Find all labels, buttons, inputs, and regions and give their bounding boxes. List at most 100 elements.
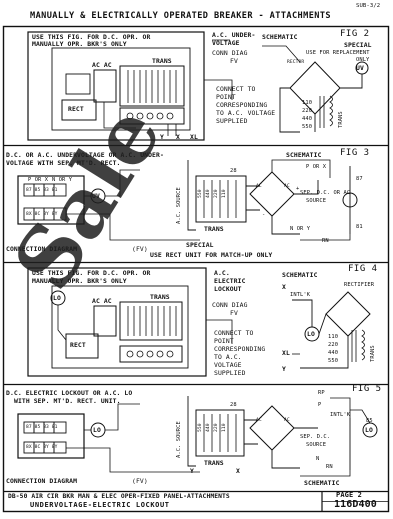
- fig3-nory-2: N OR Y: [290, 226, 311, 232]
- sheet-title: MANUALLY & ELECTRICALLY OPERATED BREAKER…: [30, 11, 331, 21]
- fig5-lo-schematic: LO: [365, 426, 373, 434]
- fig5-note-line1: D.C. ELECTRIC LOCKOUT OR A.C. LO: [6, 389, 133, 397]
- fig2-note-line1: USE THIS FIG. FOR D.C. OPR. OR: [32, 33, 151, 41]
- fig5-note-line2: WITH SEP. MT'D. RECT. UNIT.: [14, 397, 121, 405]
- drawing-number: 116D400: [334, 499, 377, 510]
- fig3-ac-1: AC: [256, 184, 262, 189]
- fig5-n: N: [316, 456, 320, 462]
- fig2-schematic-label: SCHEMATIC: [262, 33, 298, 41]
- fig4-schematic-label: SCHEMATIC: [282, 271, 318, 279]
- fig3-porx-2: P OR X: [306, 164, 327, 170]
- fig4-connect-line3: CORRESPONDING: [214, 345, 266, 353]
- fig2-rect: RECT: [68, 105, 84, 113]
- fig5-rn: RN: [326, 464, 333, 470]
- fig3-sep-line2: SOURCE: [306, 198, 327, 204]
- fig5-ac-1: AC: [256, 418, 262, 423]
- fig2-volt-440: 440: [302, 116, 313, 122]
- fig5-connection-diagram: CONNECTION DIAGRAM: [6, 477, 78, 485]
- fig4-connect-line2: POINT: [214, 337, 234, 345]
- fig4-device-line3: LOCKOUT: [214, 285, 242, 293]
- fig3-terminal-top: 87 85 83 81: [26, 188, 58, 193]
- fig4-connect-line1: CONNECT TO: [214, 329, 254, 337]
- fig4-device-line2: ELECTRIC: [214, 277, 246, 285]
- fig5-volt-440: 440: [206, 423, 211, 432]
- fig2-x: X: [176, 133, 180, 141]
- fig3-trans: TRANS: [204, 225, 224, 233]
- fig3-schematic-label: SCHEMATIC: [286, 151, 322, 159]
- fig2-connect-line5: SUPPLIED: [216, 117, 248, 125]
- fig3-ac-source: A.C. SOURCE: [176, 187, 182, 224]
- fig3-plus: +: [296, 186, 300, 192]
- fig4-conn-diag: CONN DIAG: [212, 301, 248, 309]
- fig4-intlk: INTL'K: [290, 292, 311, 298]
- fig3-fv: (FV): [132, 245, 148, 253]
- fig3-ac-2: AC: [284, 184, 290, 189]
- fig4-lo-conn: LO: [53, 294, 61, 302]
- fig4-volt-220: 220: [328, 342, 339, 348]
- fig3-volt-110: 110: [222, 189, 227, 198]
- fig4-label: FIG 4: [348, 264, 378, 274]
- fig2-device-line2: VOLTAGE: [212, 39, 240, 47]
- fig3-terminal-bottom: 8X 8C 8Y 8Y: [26, 212, 58, 217]
- fig2-volt-550: 550: [302, 124, 313, 130]
- fig5-trans: TRANS: [204, 459, 224, 467]
- fig5-label: FIG 5: [352, 384, 382, 394]
- fig4-volt-110: 110: [328, 334, 339, 340]
- fig5-fv: (FV): [132, 477, 148, 485]
- fig3-label: FIG 3: [340, 148, 370, 158]
- fig2-fv: FV: [230, 57, 238, 65]
- fig3-uv: UV: [92, 192, 100, 200]
- fig3-porx: P OR X: [28, 177, 49, 183]
- fig3-volt-220: 220: [214, 189, 219, 198]
- fig2-label: FIG 2: [340, 29, 370, 39]
- fig5-terminal-28: 28: [230, 402, 237, 408]
- fig4-ac-ac: AC AC: [92, 297, 112, 305]
- fig4-connect-line5: VOLTAGE: [214, 361, 242, 369]
- fig4-volt-440: 440: [328, 350, 339, 356]
- fig2-ac-ac: AC AC: [92, 61, 112, 69]
- fig3-terminal-28: 28: [230, 168, 237, 174]
- fig4-trans-vertical: TRANS: [370, 345, 376, 362]
- fig5-sep-line1: SEP. D.C.: [300, 434, 331, 440]
- fig2-conn-diag: CONN DIAG: [212, 49, 248, 57]
- fig2-connect-line3: CORRESPONDING: [216, 101, 268, 109]
- fig2-rector: RECTOR: [287, 60, 305, 65]
- fig3-connection-diagram: CONNECTION DIAGRAM: [6, 245, 78, 253]
- fig3-use-rect: USE RECT UNIT FOR MATCH-UP ONLY: [150, 251, 273, 259]
- fig5-intlk: INTL'K: [330, 412, 351, 418]
- fig3-nory: N OR Y: [52, 177, 73, 183]
- fig2-connect-line4: TO A.C. VOLTAGE: [216, 109, 276, 117]
- fig5-p: P: [318, 402, 322, 408]
- fig2-volt-220: 220: [302, 108, 313, 114]
- fig4-volt-550: 550: [328, 358, 339, 364]
- fig2-replacement-line1: USE FOR REPLACEMENT: [306, 50, 370, 56]
- fig5-terminal-bottom: 8X 8C 8Y 8Y: [26, 445, 58, 450]
- fig5-volt-110: 110: [222, 423, 227, 432]
- fig3-rn: RN: [322, 238, 329, 244]
- fig4-lo-schematic: LO: [307, 330, 315, 338]
- fig5-sep-line2: SOURCE: [306, 442, 327, 448]
- sub-reference: SUB-3/2: [356, 3, 381, 9]
- fig2-connect-line2: POINT: [216, 93, 236, 101]
- fig2-special: SPECIAL: [344, 41, 372, 49]
- fig4-note-line1: USE THIS FIG. FOR D.C. OPR. OR: [32, 269, 151, 277]
- fig5-terminal-85: 85: [366, 418, 373, 424]
- fig2-note-line2: MANUALLY OPR. BKR'S ONLY: [32, 40, 127, 48]
- fig4-x: X: [282, 283, 286, 291]
- fig4-xl: XL: [282, 349, 290, 357]
- fig4-connect-line4: TO A.C.: [214, 353, 242, 361]
- fig4-rect: RECT: [70, 341, 86, 349]
- footer-line1: DB-50 AIR CIR BKR MAN & ELEC OPER-FIXED …: [8, 493, 230, 500]
- fig5-schematic-label: SCHEMATIC: [304, 479, 340, 487]
- fig4-note-line2: MANUALLY OPR. BKR'S ONLY: [32, 277, 127, 285]
- fig4-fv: FV: [230, 309, 238, 317]
- fig2-uv: UV: [356, 64, 364, 72]
- fig3-terminal-87: 87: [356, 176, 363, 182]
- fig3-note-line2: VOLTAGE WITH SEP. MT'D. RECT.: [6, 159, 121, 167]
- fig5-lo: LO: [93, 426, 101, 434]
- fig5-y: Y: [190, 467, 194, 475]
- fig3-terminal-81: 81: [356, 224, 363, 230]
- fig3-minus: -: [262, 212, 266, 218]
- fig2-y: Y: [160, 133, 164, 141]
- fig3-volt-550: 550: [198, 189, 203, 198]
